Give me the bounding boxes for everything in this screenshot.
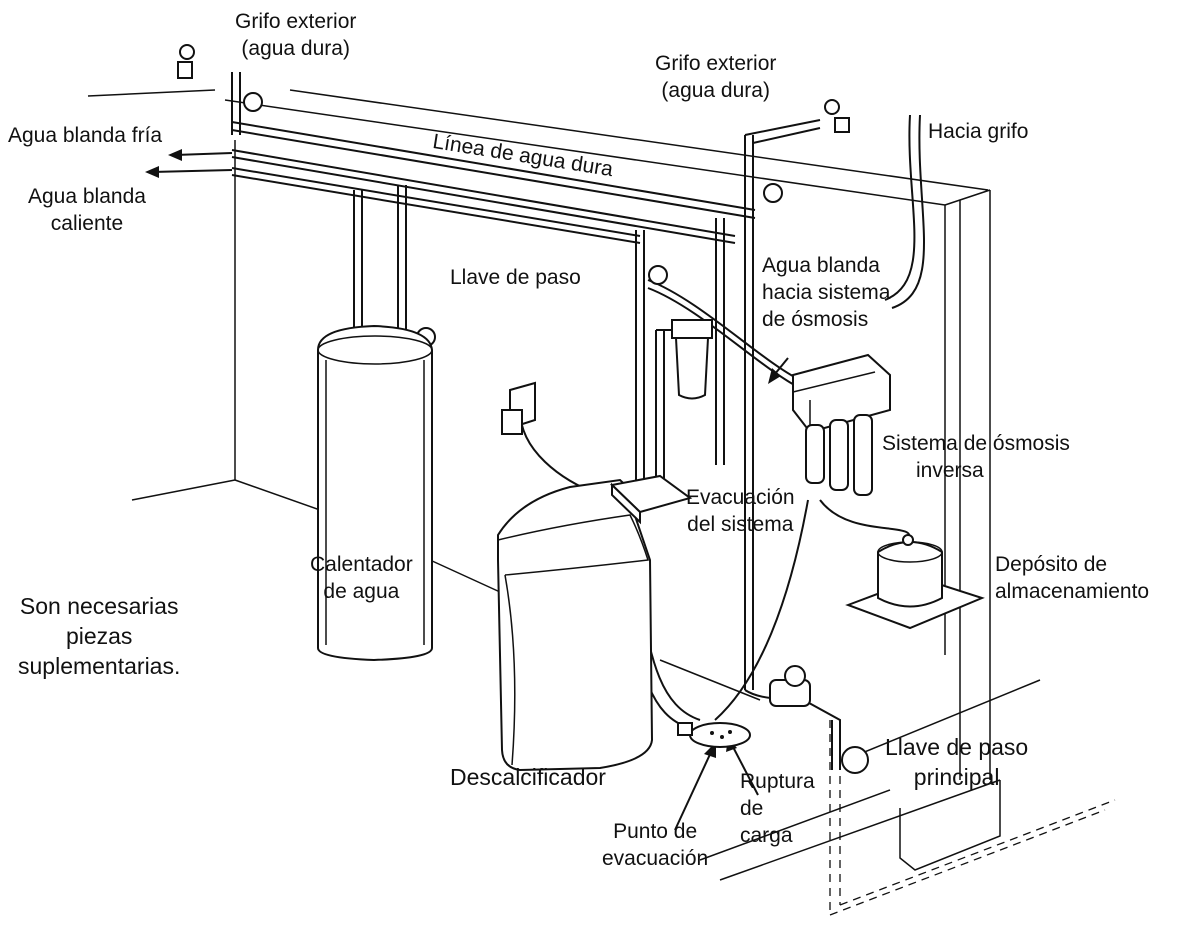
label-deposito: Depósito de almacenamiento [995,553,1150,603]
water-softener [497,478,654,772]
label-llave-paso-principal: Llave de paso principal [885,734,1029,790]
label-grifo-exterior-1: Grifo exterior (agua dura) [235,10,357,60]
label-llave-de-paso: Llave de paso [450,266,581,289]
soft-water-arrows [145,149,789,831]
water-heater [317,324,433,662]
label-agua-blanda-osmosis: Agua blanda hacia sistema de ósmosis [762,254,891,331]
label-punto-evacuacion: Punto de evacuación [602,820,709,870]
storage-tank [845,534,985,630]
floor-drain [677,722,751,748]
label-descalcificador: Descalcificador [450,764,606,790]
label-piezas-suplementarias: Son necesarias piezas suplementarias. [18,593,181,679]
label-ruptura-de-carga: Ruptura de carga [740,770,815,847]
bypass-valve [609,474,693,525]
label-agua-blanda-fria: Agua blanda fría [8,124,163,147]
label-grifo-exterior-2: Grifo exterior (agua dura) [655,52,777,102]
electrical-outlet [501,381,536,435]
sediment-filter [671,319,713,400]
label-hacia-grifo: Hacia grifo [928,120,1029,143]
reverse-osmosis-unit [792,353,891,496]
label-agua-blanda-caliente: Agua blanda caliente [28,185,146,235]
label-evacuacion-sistema: Evacuación del sistema [686,486,795,536]
label-sistema-osmosis: Sistema de ósmosis inversa [882,432,1070,482]
valves [177,44,869,774]
room-walls [87,89,1116,916]
label-calentador: Calentador de agua [310,553,413,603]
